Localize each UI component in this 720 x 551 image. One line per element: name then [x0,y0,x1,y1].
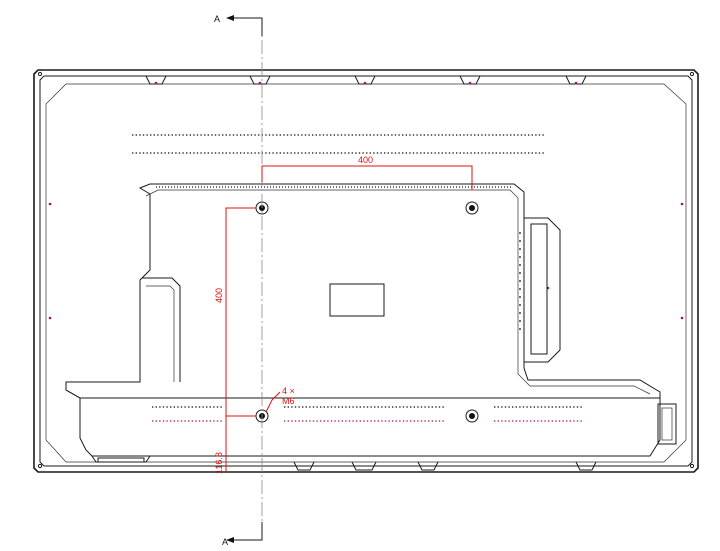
top-clips [145,75,587,85]
section-label-bottom: A [222,537,228,547]
bottom-band [65,389,677,471]
mount-hole-top-right [465,201,479,215]
dimensions: 400 400 116.8 4 × M6 [214,155,473,474]
section-line: A A [214,14,263,547]
top-vent-rows [132,134,546,154]
section-label-top: A [214,14,220,24]
mount-hole-bottom-right [465,409,479,423]
dimension-bottom-offset: 116.8 [214,452,224,474]
side-markers [48,202,684,320]
center-housing [65,183,661,399]
dimension-horizontal-400: 400 [358,155,373,165]
dimension-vertical-400: 400 [214,288,224,303]
outer-frame [33,69,699,473]
hole-callout-thread: M6 [282,396,295,406]
hole-callout-count: 4 × [282,386,295,396]
